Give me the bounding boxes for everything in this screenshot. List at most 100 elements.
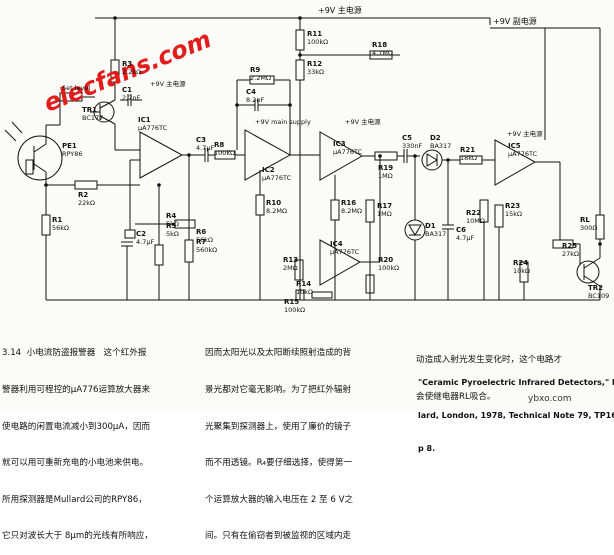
component-label-r9-ref: R9 [250, 66, 260, 74]
component-label-r11-ref: R11 [307, 30, 322, 38]
component-label-tr1-ref: TR1 [82, 106, 97, 114]
component-label-r2-value: 22kΩ [78, 199, 95, 207]
resistor-r1 [41, 214, 51, 236]
opamp-ic3 [319, 131, 364, 181]
caption-column-3: 动造成入射光发生变化时，这个电路才 会使继电器RL吸合。 [416, 330, 562, 415]
caption-column-1: 3.14 小电流防盗报警器 这个红外报 警器利用可程控的μA776运算放大器来 … [2, 323, 153, 555]
component-label-r23-ref: R23 [505, 202, 520, 210]
resistor-r23 [494, 204, 504, 228]
rail-label-local3: +9V 主电源 [507, 129, 543, 138]
component-label-r21-value: 18kΩ [460, 154, 477, 162]
resistor-r10 [255, 194, 265, 216]
component-label-r15-value: 100kΩ [284, 306, 305, 314]
caption-line: 个运算放大器的输入电压在 2 至 6 V之 [205, 494, 354, 505]
caption-column-2: 因而太阳光以及太阳断续照射造成的背 景光都对它毫无影响。为了把红外辐射 光聚集到… [205, 323, 353, 555]
component-label-r17-ref: R17 [377, 202, 392, 210]
opamp-ic5 [494, 139, 537, 186]
component-label-pe1-value: RPY86 [62, 150, 83, 158]
component-label-tr2-ref: TR2 [588, 284, 603, 292]
reference-line: "Ceramic Pyroelectric Infrared Detectors… [418, 378, 614, 387]
resistor-r16b [365, 274, 375, 294]
component-label-r14-value: 10kΩ [296, 288, 313, 296]
resistor-r6 [174, 219, 196, 229]
component-label-ic3-value: μA776TC [333, 148, 363, 156]
component-label-r10-value: 8.2MΩ [266, 207, 287, 215]
resistor-r5 [154, 244, 164, 266]
component-label-r7-value: 560kΩ [196, 246, 217, 254]
component-label-c1-value: 2.2nF [122, 94, 140, 102]
component-label-c6-ref: C6 [456, 226, 466, 234]
component-label-d2-ref: D2 [430, 134, 441, 142]
component-label-r18-ref: R18 [372, 41, 387, 49]
detector-pe1 [17, 135, 63, 181]
set-level-label: Set level [62, 84, 90, 92]
component-label-r5-value: 5kΩ [166, 230, 179, 238]
component-label-tr2-value: BC109 [588, 292, 609, 300]
reference-citation: "Ceramic Pyroelectric Infrared Detectors… [418, 355, 614, 465]
site-watermark: ybxo.com [528, 394, 572, 404]
resistor-r12 [295, 59, 305, 81]
component-label-r12-value: 33kΩ [307, 68, 324, 76]
component-label-c4-ref: C4 [246, 88, 256, 96]
component-label-c3-value: 4.7μF [196, 144, 214, 152]
component-label-c2-ref: C2 [136, 230, 146, 238]
caption-line: 间。只有在偷窃者到被监视的区域内走 [205, 531, 352, 542]
caption-line: 警器利用可程控的μA776运算放大器来 [2, 385, 151, 396]
caption-line: 3.14 小电流防盗报警器 这个红外报 [2, 348, 147, 359]
component-label-r3-value: 2.2kΩ [122, 68, 141, 76]
component-label-d1-ref: D1 [425, 222, 436, 230]
component-label-r6-ref: R6 [196, 228, 206, 236]
component-label-r17-value: 1MΩ [377, 210, 392, 218]
component-label-r5-ref: R5 [166, 222, 176, 230]
component-label-r7-ref: R7 [196, 238, 206, 246]
component-label-r14-ref: R14 [296, 280, 311, 288]
component-label-r19-ref: R19 [378, 164, 393, 172]
component-label-r8-ref: R8 [214, 141, 224, 149]
circuit-schematic: elecfans.com +9V 主电源 +9V 副电源 +9V 主电源 +9V… [4, 5, 609, 314]
component-label-r22-value: 10MΩ [466, 217, 485, 225]
resistor-r16 [330, 199, 340, 221]
caption-line: 就可以用可重新充电的小电池来供电。 [2, 458, 149, 469]
resistor-r2 [74, 180, 98, 190]
opamp-ic1 [139, 131, 184, 179]
component-label-c6-value: 4.7μF [456, 234, 474, 242]
reference-line: lard, London, 1978, Technical Note 79, T… [418, 411, 614, 420]
caption-line: 动造成入射光发生变化时，这个电路才 [416, 355, 563, 366]
resistor-r17 [365, 199, 375, 223]
resistor-r18 [369, 50, 393, 60]
component-label-c2-value: 4.7μF [136, 238, 154, 246]
component-label-c1-ref: C1 [122, 86, 132, 94]
component-label-d1-value: BA317 [425, 230, 446, 238]
component-label-rl-value: 300Ω [580, 224, 597, 232]
component-label-ic2-value: μA776TC [262, 174, 292, 182]
resistor-r4 [124, 229, 136, 239]
component-label-r22-ref: R22 [466, 209, 481, 217]
component-label-r25-ref: R25 [562, 242, 577, 250]
opamp-ic4 [319, 239, 362, 286]
component-label-ic5-ref: IC5 [508, 142, 521, 150]
component-label-ic4-ref: IC4 [330, 240, 343, 248]
component-label-r12-ref: R12 [307, 60, 322, 68]
component-label-r9-value: 2.2MΩ [250, 74, 271, 82]
component-label-r4-value: 5kΩ [166, 220, 179, 228]
resistor-r14 [311, 291, 333, 299]
component-label-r1-value: 56kΩ [52, 224, 69, 232]
caption-line: 它只对波长大于 8μm的光线有所响应， [2, 531, 153, 542]
component-label-r11-value: 100kΩ [307, 38, 328, 46]
component-label-r4-ref: R4 [166, 212, 176, 220]
component-label-ic2-ref: IC2 [262, 166, 275, 174]
reference-line: p 8. [418, 444, 436, 453]
component-label-r16-value: 8.2MΩ [341, 207, 362, 215]
component-label-ic4-value: μA776TC [330, 248, 360, 256]
component-label-r2-ref: R2 [78, 191, 88, 199]
caption-line: 所用探测器是Mullard公司的RPY86， [2, 494, 147, 505]
component-label-r16-ref: R16 [341, 199, 356, 207]
caption-line: 因而太阳光以及太阳断续照射造成的背 [205, 348, 352, 359]
supply-note: +9V main supply [255, 118, 311, 126]
component-label-r24-value: 10kΩ [513, 267, 530, 275]
rail-label-local1: +9V 主电源 [150, 79, 186, 88]
component-label-r20-ref: R20 [378, 256, 393, 264]
rail-label-aux: +9V 副电源 [493, 16, 537, 26]
component-label-ic1-value: μA776TC [138, 124, 168, 132]
component-label-r3-ref: R3 [122, 60, 132, 68]
